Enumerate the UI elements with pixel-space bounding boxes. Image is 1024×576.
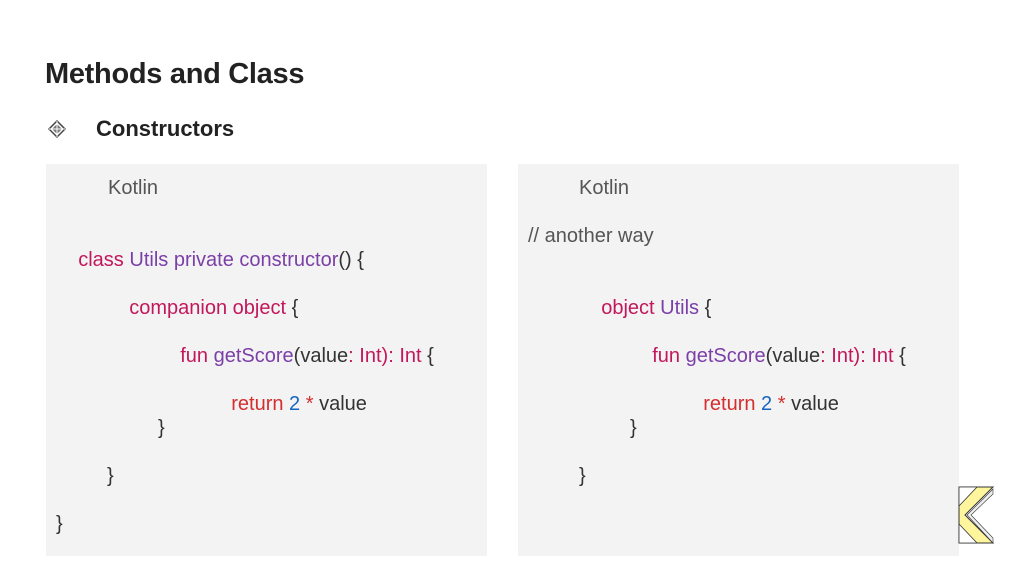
bullet-item: Constructors bbox=[47, 114, 235, 144]
code-line: fun getScore(value: Int): Int { bbox=[180, 345, 434, 367]
kotlin-logo-icon bbox=[955, 484, 995, 546]
code-line: } bbox=[56, 513, 63, 535]
code-line: object Utils { bbox=[601, 297, 712, 319]
code-line: return 2 * value bbox=[703, 393, 839, 415]
code-language-label: Kotlin bbox=[108, 177, 159, 199]
code-line: } bbox=[579, 465, 586, 487]
code-comment-line: // another way bbox=[528, 225, 654, 247]
code-line: return 2 * value bbox=[231, 393, 367, 415]
code-line: class Utils private constructor() { bbox=[78, 249, 364, 271]
code-panel-right: Kotlin // another way object Utils { fun… bbox=[518, 164, 959, 556]
slide-title: Methods and Class bbox=[45, 58, 305, 90]
bullet-text: Constructors bbox=[96, 116, 235, 141]
code-line: companion object { bbox=[129, 297, 299, 319]
diamond-bullet-icon bbox=[47, 119, 67, 139]
code-panel-left: Kotlin class Utils private constructor()… bbox=[46, 164, 487, 556]
code-line: fun getScore(value: Int): Int { bbox=[652, 345, 906, 367]
code-language-label: Kotlin bbox=[579, 177, 630, 199]
code-line: } bbox=[158, 417, 165, 439]
code-line: } bbox=[630, 417, 637, 439]
code-line: } bbox=[107, 465, 114, 487]
